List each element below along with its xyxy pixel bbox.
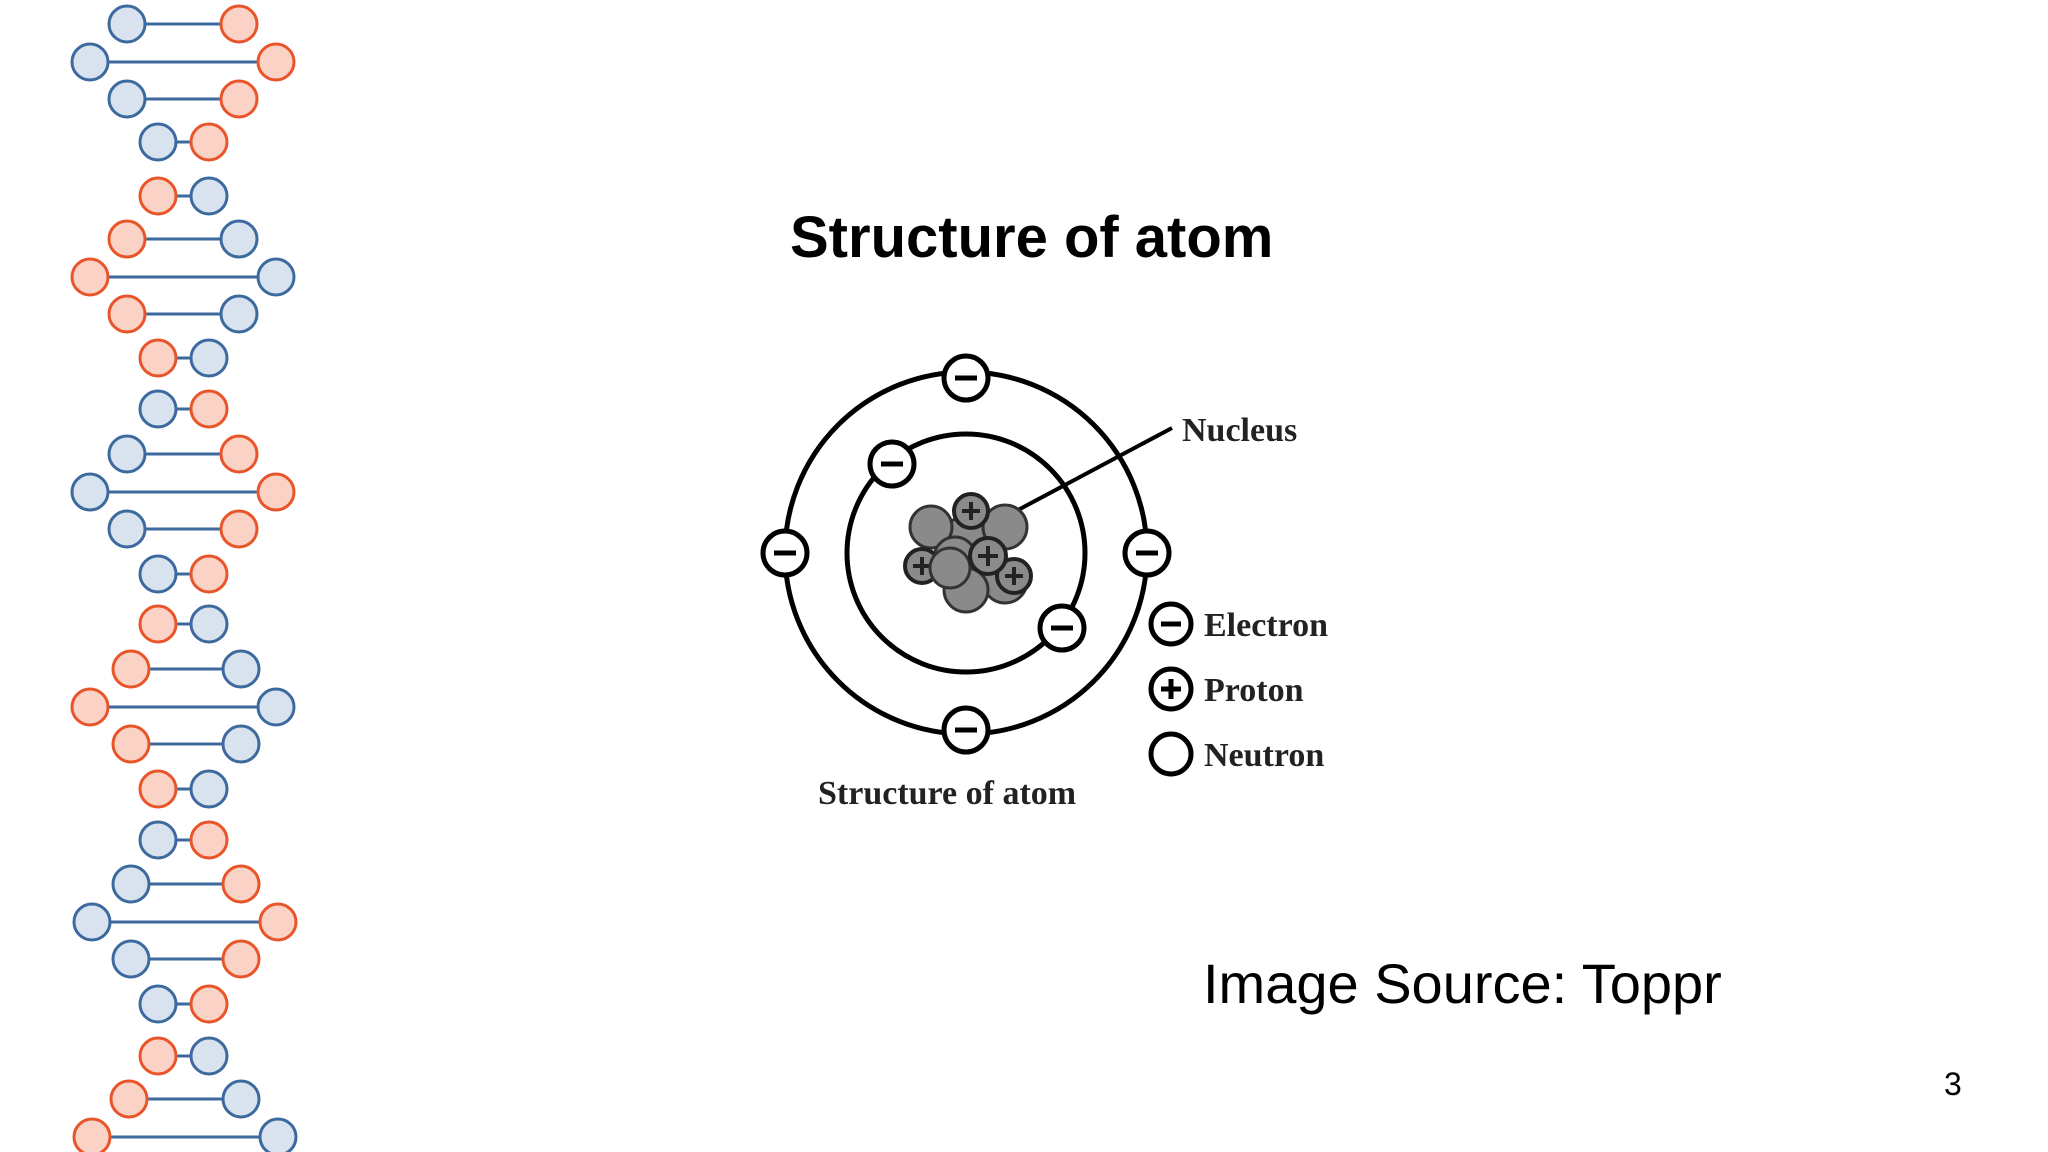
nucleus (903, 492, 1033, 614)
dna-nucleotide (256, 42, 296, 82)
plus-sign (913, 557, 931, 575)
diagram-caption: Structure of atom (818, 775, 1076, 812)
dna-nucleotide (107, 294, 147, 334)
dna-nucleotide (219, 219, 259, 259)
dna-nucleotide (256, 257, 296, 297)
dna-nucleotide (138, 604, 178, 644)
nucleus-label: Nucleus (1182, 412, 1297, 449)
dna-nucleotide (70, 257, 110, 297)
dna-nucleotide (111, 939, 151, 979)
dna-nucleotide (70, 472, 110, 512)
inner-orbit (844, 431, 1088, 675)
legend: Electron Proton Neutron (1148, 601, 1328, 777)
plus-sign (1005, 567, 1023, 585)
dna-nucleotide (72, 1117, 112, 1152)
dna-nucleotide (189, 1036, 229, 1076)
dna-nucleotide (138, 1036, 178, 1076)
electron (941, 705, 991, 755)
dna-nucleotide (138, 122, 178, 162)
dna-nucleotide (107, 219, 147, 259)
electron (760, 528, 810, 578)
dna-nucleotide (189, 122, 229, 162)
plus-sign (962, 502, 980, 520)
dna-nucleotide (189, 820, 229, 860)
dna-nucleotide (107, 4, 147, 44)
dna-nucleotide (138, 820, 178, 860)
legend-electron-symbol (1148, 601, 1194, 647)
plus-sign (978, 546, 998, 566)
dna-nucleotide (138, 984, 178, 1024)
nucleon (928, 546, 972, 590)
dna-nucleotide (138, 338, 178, 378)
dna-nucleotide (111, 864, 151, 904)
legend-neutron-symbol (1148, 731, 1194, 777)
dna-nucleotide (219, 79, 259, 119)
electron (1122, 528, 1172, 578)
dna-nucleotide (256, 687, 296, 727)
dna-nucleotide (189, 554, 229, 594)
nucleus-pointer-line (1017, 426, 1173, 512)
dna-nucleotide (138, 554, 178, 594)
dna-nucleotide (219, 509, 259, 549)
dna-nucleotide (189, 984, 229, 1024)
page-number: 3 (1944, 1066, 1962, 1102)
dna-nucleotide (138, 389, 178, 429)
electron (941, 353, 991, 403)
dna-nucleotide (111, 724, 151, 764)
dna-helix-decoration (70, 4, 298, 1152)
slide-title: Structure of atom (790, 205, 1274, 270)
dna-nucleotide (221, 649, 261, 689)
dna-nucleotide (221, 724, 261, 764)
electron (867, 439, 917, 489)
dna-nucleotide (70, 42, 110, 82)
dna-nucleotide (219, 434, 259, 474)
dna-nucleotide (107, 79, 147, 119)
nucleon (908, 504, 954, 550)
dna-nucleotide (107, 434, 147, 474)
dna-nucleotide (219, 4, 259, 44)
dna-nucleotide (138, 769, 178, 809)
dna-nucleotide (221, 864, 261, 904)
legend-neutron-label: Neutron (1204, 737, 1324, 774)
dna-nucleotide (258, 902, 298, 942)
atom-structure-diagram: Nucleus Structure of atom Electron Proto… (760, 353, 1328, 812)
dna-nucleotide (138, 176, 178, 216)
dna-nucleotide (189, 769, 229, 809)
dna-nucleotide (189, 604, 229, 644)
image-source-credit: Image Source: Toppr (1203, 952, 1722, 1015)
legend-proton-label: Proton (1204, 672, 1304, 709)
dna-nucleotide (111, 649, 151, 689)
dna-nucleotide (219, 294, 259, 334)
dna-nucleotide (221, 1079, 261, 1119)
dna-nucleotide (72, 902, 112, 942)
dna-nucleotide (189, 389, 229, 429)
legend-proton-symbol (1148, 666, 1194, 712)
dna-nucleotide (189, 338, 229, 378)
legend-electron-label: Electron (1204, 607, 1328, 644)
dna-nucleotide (189, 176, 229, 216)
electron (1037, 603, 1087, 653)
dna-nucleotide (258, 1117, 298, 1152)
dna-nucleotide (221, 939, 261, 979)
dna-nucleotide (109, 1079, 149, 1119)
dna-nucleotide (256, 472, 296, 512)
dna-nucleotide (107, 509, 147, 549)
dna-nucleotide (70, 687, 110, 727)
